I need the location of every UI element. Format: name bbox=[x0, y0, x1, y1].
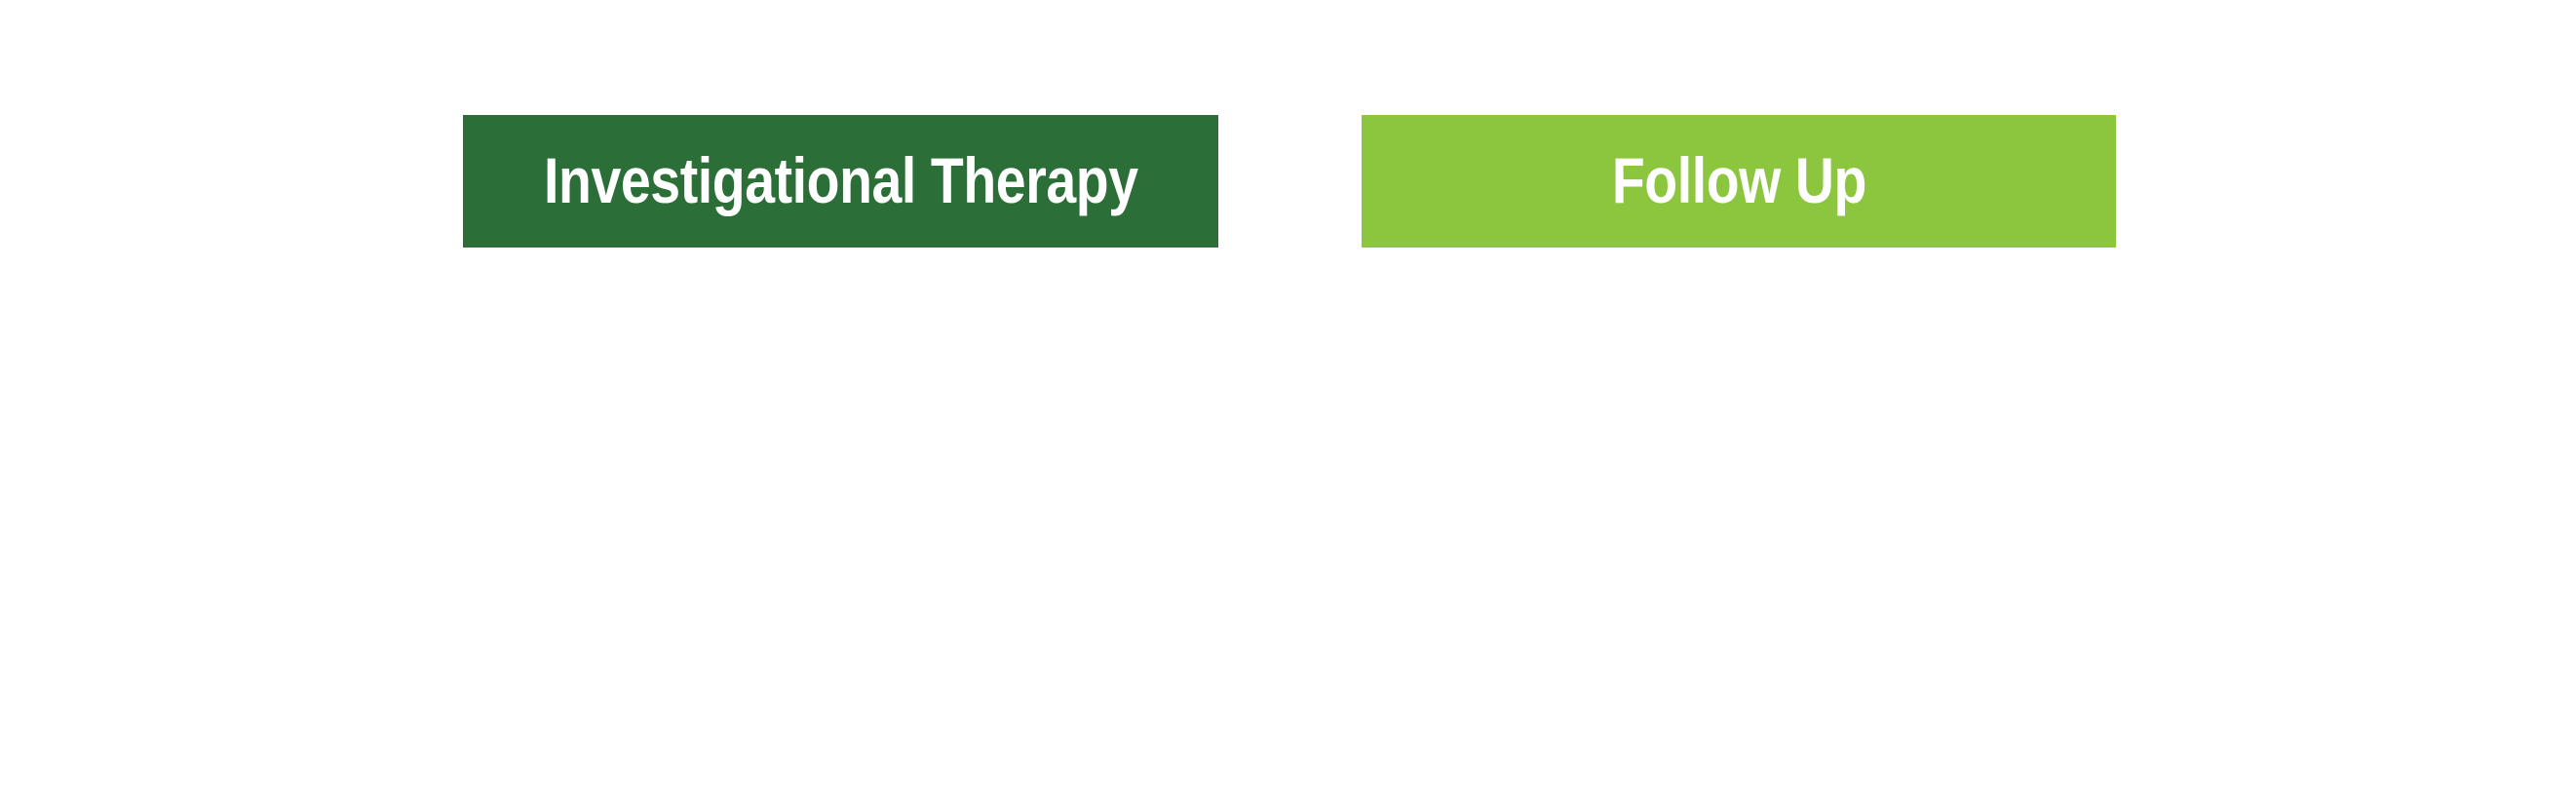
follow-up-button-label: Follow Up bbox=[1611, 144, 1866, 216]
investigational-therapy-button-label: Investigational Therapy bbox=[543, 144, 1138, 216]
follow-up-button[interactable]: Follow Up bbox=[1362, 115, 2116, 248]
content-area bbox=[0, 248, 2576, 803]
investigational-therapy-button[interactable]: Investigational Therapy bbox=[463, 115, 1218, 248]
